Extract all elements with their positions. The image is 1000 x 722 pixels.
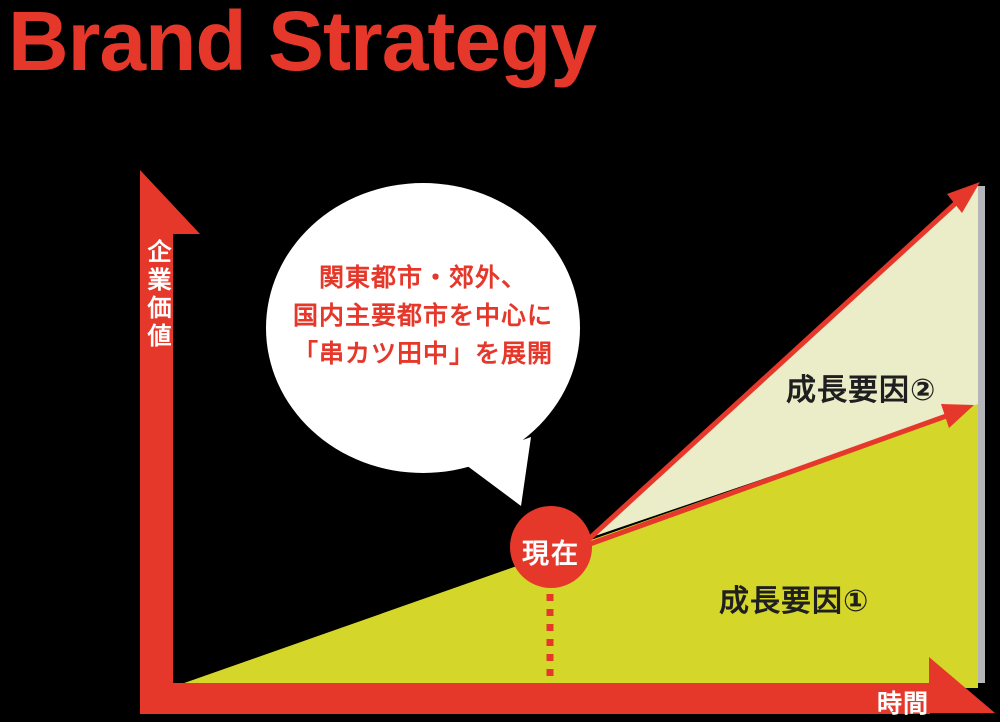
image-edge-strip [977,186,985,683]
speech-bubble-text: 関東都市・郊外、 国内主要都市を中心に 「串カツ田中」を展開 [263,259,583,373]
current-marker-label: 現在 [522,539,580,569]
bubble-line: 関東都市・郊外、 [318,264,527,292]
bubble-line: 国内主要都市を中心に [292,302,553,330]
growth-arrow-lower-head [941,404,974,428]
growth-factor-2-label: 成長要因② [786,374,937,407]
growth-arrow-lower-line [589,412,950,547]
x-axis-arrowhead [929,657,995,713]
bubble-line: 「串カツ田中」を展開 [292,340,553,368]
current-marker-circle [510,506,592,588]
growth-arrow-upper-line [588,199,960,540]
growth-factor-1-label: 成長要因① [719,585,870,618]
speech-bubble-tail [462,437,531,506]
growth-arrow-upper-head [947,182,980,213]
y-axis-bar [140,230,173,714]
y-axis-label: 企業価値 [143,239,170,351]
x-axis-label: 時間 [877,690,930,718]
speech-bubble [266,183,580,473]
x-axis-bar [140,683,930,714]
y-axis-arrowhead [140,170,200,234]
page-title: Brand Strategy [8,0,597,88]
